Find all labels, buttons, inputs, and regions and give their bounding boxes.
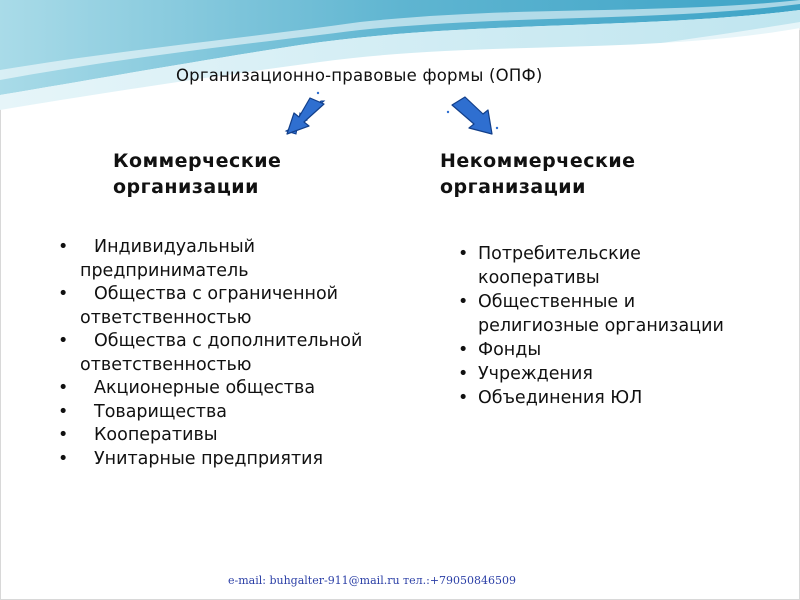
bullet-icon: •: [58, 237, 69, 257]
heading-line: организации: [440, 176, 586, 198]
list-item-text: Общества с дополнительной ответственност…: [80, 331, 363, 375]
bullet-icon: •: [58, 331, 69, 351]
heading-line: организации: [113, 176, 259, 198]
footer-contact: e-mail: buhgalter-911@mail.ru тел.:+7905…: [228, 574, 517, 587]
bullet-icon: •: [58, 401, 69, 422]
list-item-text: Унитарные предприятия: [94, 448, 324, 469]
dot-marker: [495, 126, 499, 130]
list-item-text: Фонды: [478, 340, 542, 360]
list-item: • Акционерные общества: [58, 377, 418, 401]
list-item: • Товарищества: [58, 401, 418, 425]
arrow-left: [284, 97, 326, 135]
list-item-text: Акционерные общества: [94, 378, 316, 398]
list-item: • Индивидуальный предприниматель: [58, 236, 418, 283]
list-item-text: Товарищества: [94, 401, 228, 422]
bullet-icon: •: [458, 244, 469, 264]
noncommercial-list: • Потребительские кооперативы • Общественн…: [458, 242, 758, 410]
bullet-icon: •: [458, 292, 469, 312]
commercial-heading: Коммерческие организации: [113, 148, 281, 200]
list-item-text: Объединения ЮЛ: [478, 388, 643, 408]
list-item: • Кооперативы: [58, 424, 418, 448]
list-item-text: Общества с ограниченной ответственностью: [80, 284, 339, 328]
noncommercial-heading: Некоммерческие организации: [440, 148, 636, 200]
list-item: • Общества с дополнительной ответственнос…: [58, 330, 418, 377]
list-item: • Учреждения: [458, 362, 758, 386]
bullet-icon: •: [458, 388, 469, 408]
bullet-icon: •: [58, 448, 69, 469]
list-item-text: Кооперативы: [94, 425, 218, 445]
list-item: • Общественные и религиозные организации: [458, 290, 758, 338]
list-item: • Унитарные предприятия: [58, 448, 418, 472]
heading-line: Некоммерческие: [440, 150, 636, 172]
list-item-text: Индивидуальный предприниматель: [80, 237, 256, 281]
list-item-text: Потребительские кооперативы: [478, 244, 641, 288]
list-item: • Потребительские кооперативы: [458, 242, 758, 290]
bullet-icon: •: [58, 378, 69, 398]
arrow-right: [451, 96, 493, 135]
dot-marker: [446, 110, 450, 114]
diagram-title: Организационно-правовые формы (ОПФ): [176, 66, 543, 85]
list-item-text: Учреждения: [478, 364, 593, 384]
dot-marker: [316, 91, 320, 95]
commercial-list: • Индивидуальный предприниматель • Обществ…: [58, 236, 418, 471]
list-item: • Общества с ограниченной ответственность…: [58, 283, 418, 330]
wave-decoration: [0, 0, 800, 110]
bullet-icon: •: [58, 425, 69, 445]
arrows: [284, 91, 499, 135]
list-item: • Фонды: [458, 338, 758, 362]
list-item-text: Общественные и религиозные организации: [478, 292, 724, 336]
bullet-icon: •: [58, 284, 69, 304]
bullet-icon: •: [458, 364, 469, 384]
list-item: • Объединения ЮЛ: [458, 386, 758, 410]
heading-line: Коммерческие: [113, 150, 282, 172]
bullet-icon: •: [458, 340, 469, 360]
